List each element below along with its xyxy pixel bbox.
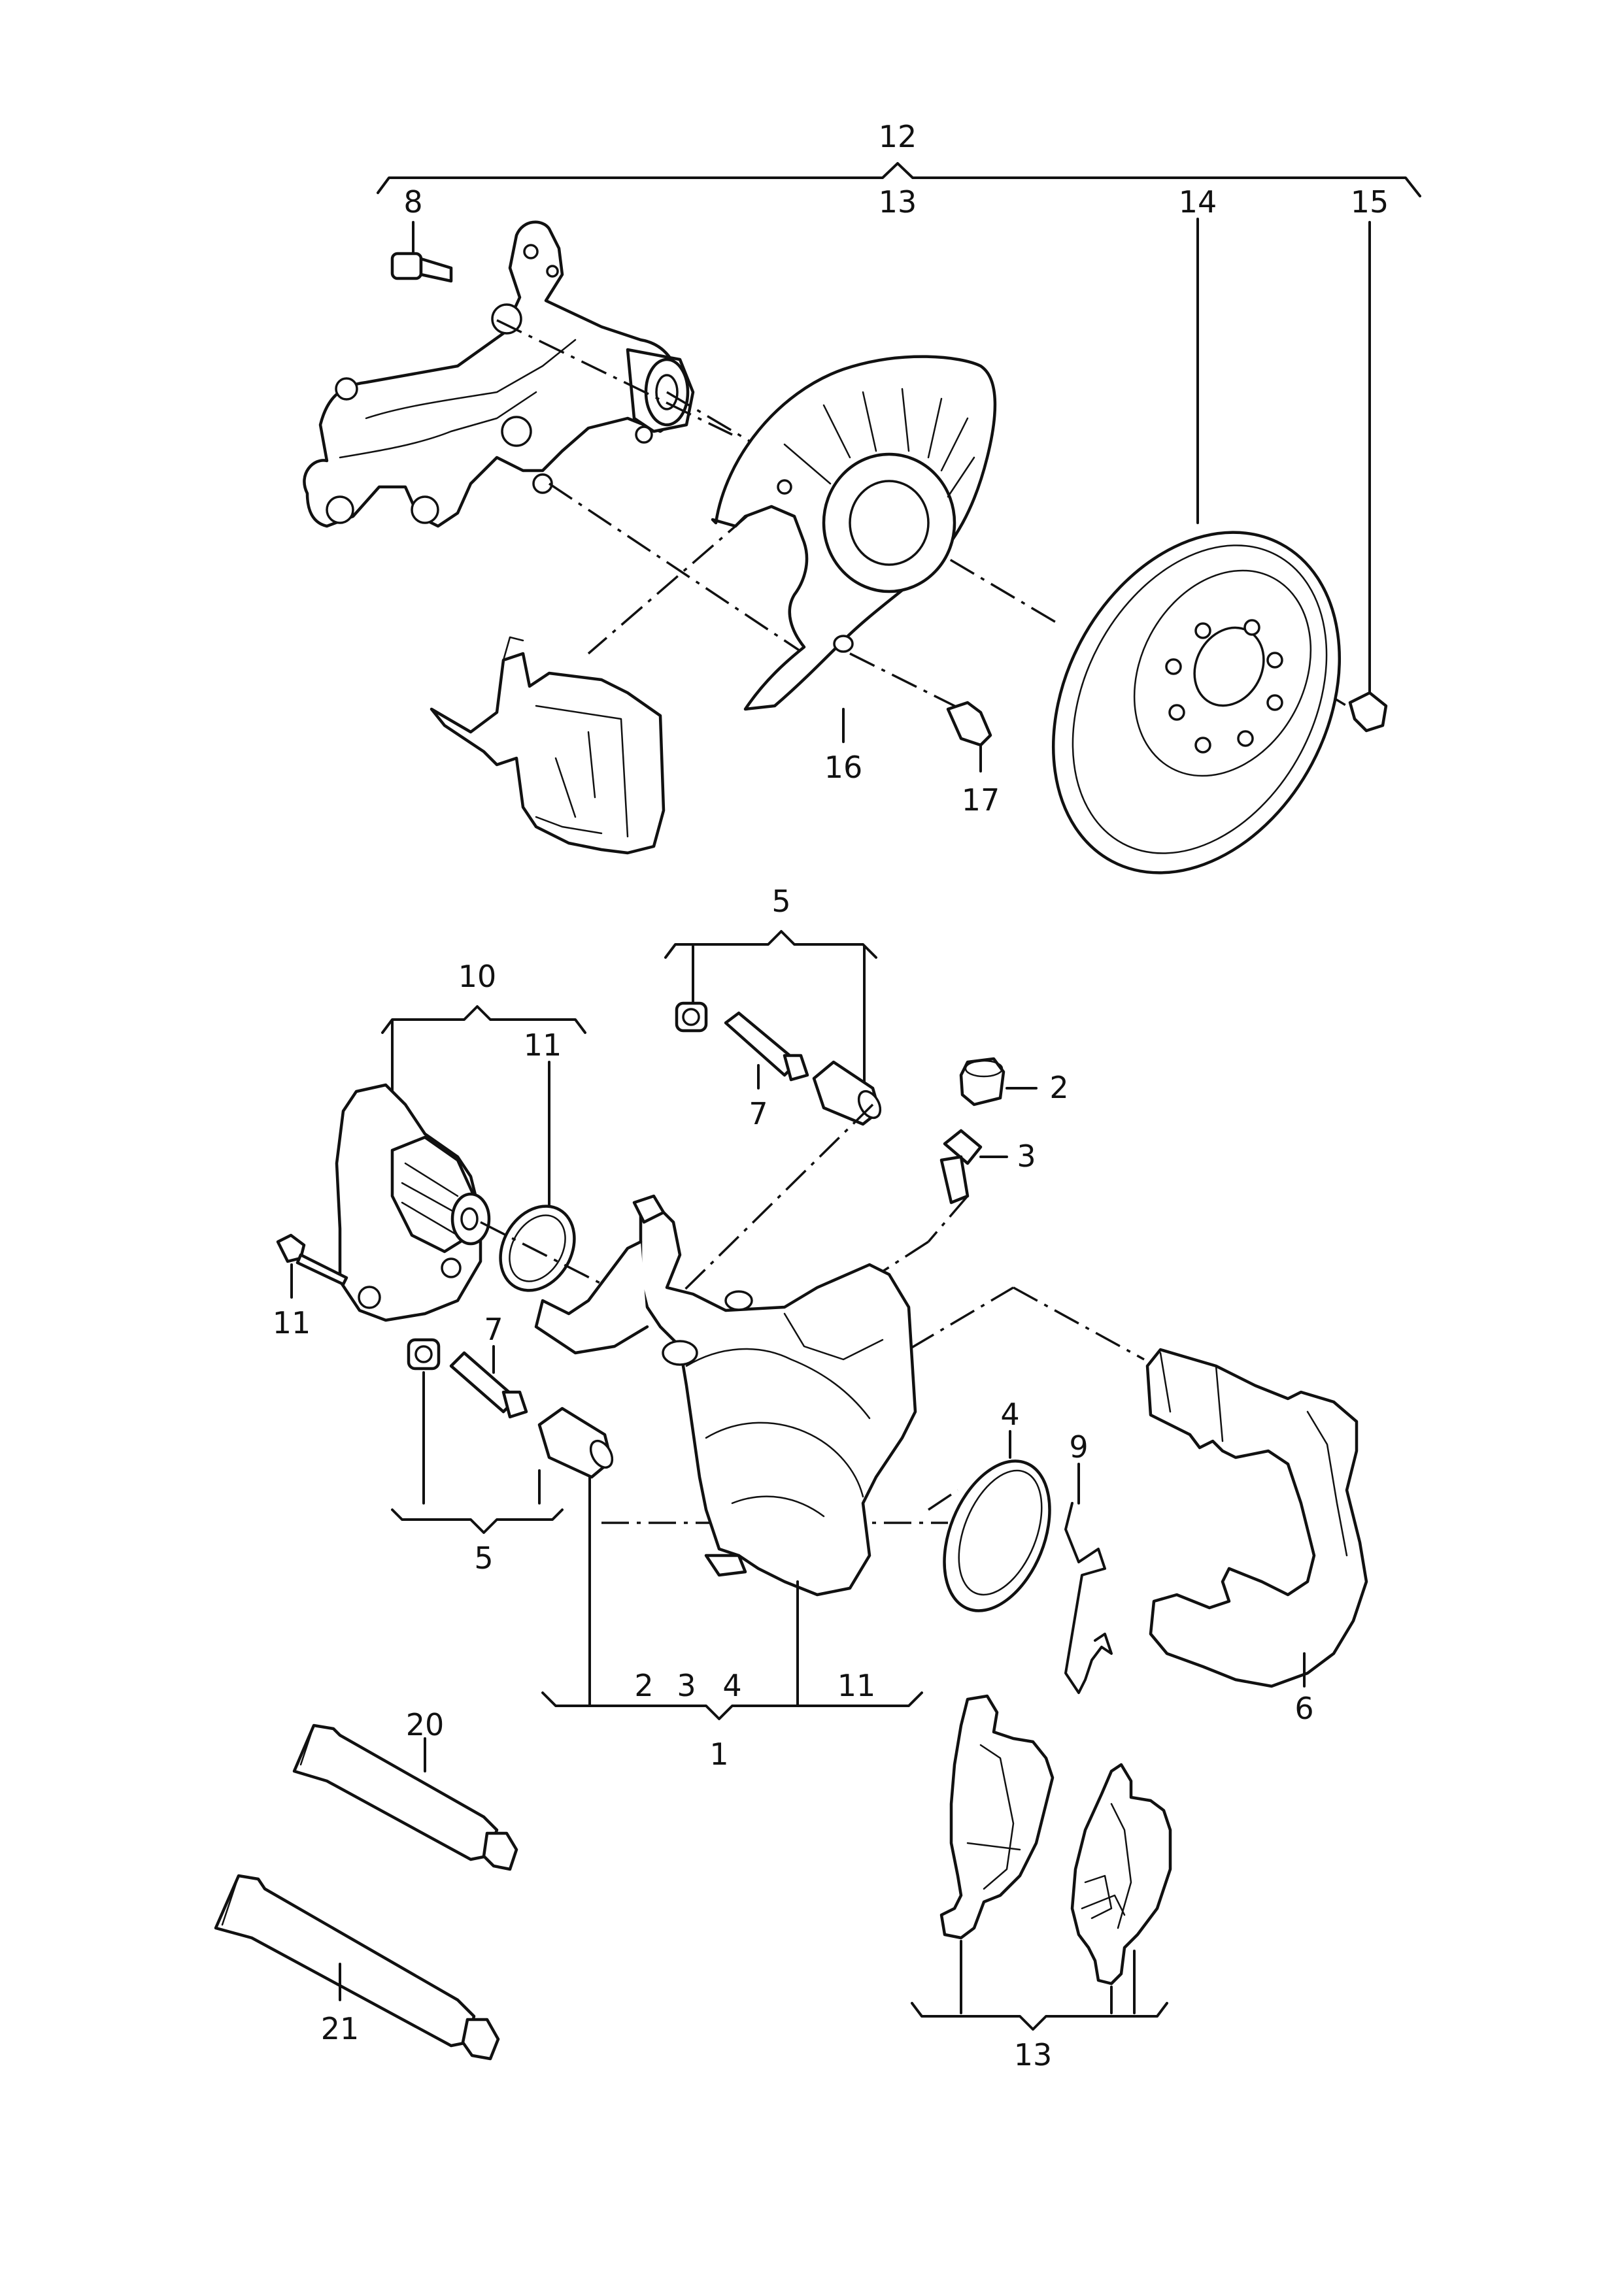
- callout-5-upper: 5: [771, 884, 790, 919]
- callout-13-top: 13: [879, 184, 917, 220]
- callout-6: 6: [1294, 1691, 1313, 1726]
- callout-20: 20: [406, 1707, 445, 1742]
- callout-10: 10: [458, 959, 497, 994]
- bracket-12: [377, 162, 1421, 197]
- callout-4-right: 4: [1000, 1397, 1019, 1432]
- brake-pad-outer: [939, 1694, 1055, 1940]
- wheel-knuckle: [303, 220, 695, 528]
- guide-bolt-lower: [407, 1338, 441, 1371]
- shield-screw: [946, 701, 992, 747]
- guide-pin-upper: [724, 1011, 809, 1082]
- axis-lines-top: [496, 319, 1347, 714]
- brake-disc: [1051, 531, 1342, 874]
- callout-3-right: 3: [1017, 1139, 1036, 1174]
- callout-21: 21: [321, 2011, 360, 2046]
- callout-11-top: 11: [524, 1027, 562, 1063]
- dust-cap: [959, 1057, 1005, 1106]
- callout-4-lower: 4: [722, 1668, 741, 1703]
- callout-2-right: 2: [1049, 1070, 1068, 1105]
- callout-11-lower: 11: [837, 1668, 876, 1703]
- callout-9: 9: [1069, 1429, 1088, 1465]
- callout-11-left: 11: [273, 1305, 311, 1340]
- parking-brake-motor: [335, 1083, 491, 1322]
- pad-spring: [1064, 1502, 1113, 1694]
- callout-17: 17: [962, 782, 1000, 818]
- o-ring: [499, 1205, 576, 1292]
- bracket-1: [541, 1476, 923, 1720]
- bracket-5-lower: [391, 1371, 564, 1534]
- callout-7-upper: 7: [749, 1096, 768, 1131]
- grease-tube-20: [292, 1723, 518, 1871]
- callout-8: 8: [403, 184, 422, 220]
- bracket-13-bottom: [911, 2002, 1168, 2031]
- brake-caliper: [534, 1194, 917, 1597]
- callout-3-lower: 3: [677, 1668, 696, 1703]
- callout-13-bottom: 13: [1014, 2037, 1053, 2072]
- caliper-carrier: [1145, 1348, 1368, 1688]
- guide-pin-lower: [449, 1351, 528, 1419]
- bleeder-valve: [939, 1129, 983, 1205]
- piston-seal: [943, 1459, 1051, 1612]
- callout-7-lower: 7: [484, 1312, 503, 1347]
- callout-14: 14: [1179, 184, 1217, 220]
- callout-2-lower: 2: [634, 1668, 653, 1703]
- callout-1: 1: [709, 1737, 728, 1772]
- callout-16: 16: [824, 750, 863, 785]
- callout-15: 15: [1351, 184, 1389, 220]
- bracket-10: [381, 1005, 586, 1230]
- grease-tube-21: [214, 1874, 500, 2061]
- bracket-5-upper: [664, 930, 877, 1086]
- callout-12: 12: [879, 119, 917, 154]
- knuckle-bolt: [390, 252, 453, 283]
- brake-pad-inner: [1070, 1763, 1172, 1986]
- motor-screw: [276, 1233, 348, 1286]
- caliper-reference-small: [430, 636, 666, 855]
- guide-bush-lower: [537, 1406, 614, 1479]
- splash-shield: [711, 355, 997, 711]
- guide-bush-upper: [812, 1060, 882, 1126]
- guide-bolt-upper: [675, 1001, 708, 1033]
- callout-5-lower: 5: [474, 1540, 493, 1576]
- disc-screw: [1348, 691, 1388, 733]
